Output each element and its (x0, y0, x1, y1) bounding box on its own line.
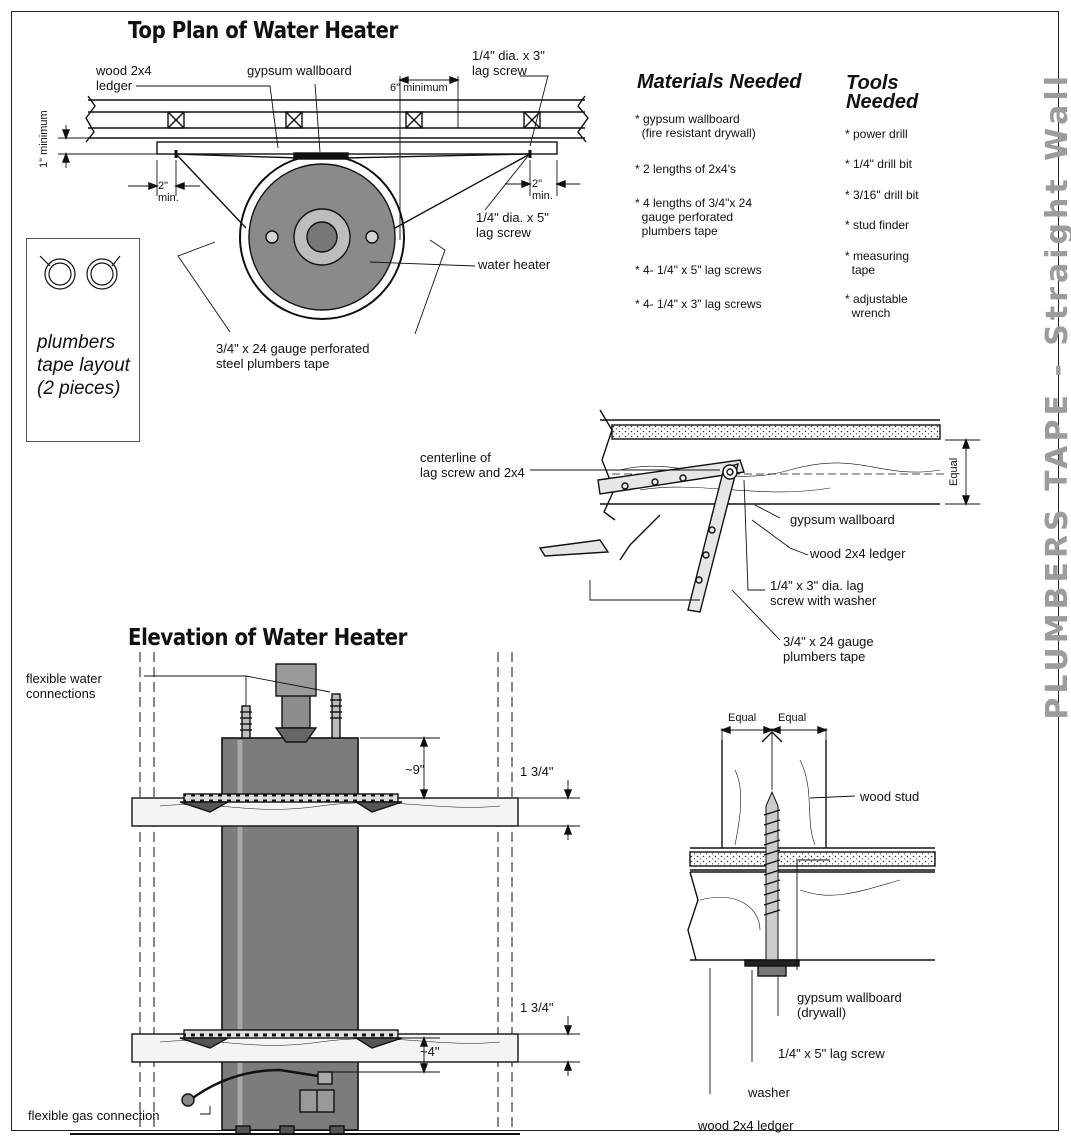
elevation-title: Elevation of Water Heater (128, 625, 407, 651)
tools-item-5: * measuring tape (845, 249, 910, 277)
label-lag-washer: 1/4" x 3" dia. lag screw with washer (770, 578, 877, 608)
tools-item-4: * stud finder (845, 218, 910, 232)
tools-item-2: * 1/4" drill bit (845, 157, 912, 171)
tape-layout-box: plumbers tape layout (2 pieces) (26, 238, 140, 442)
top-plan-title: Top Plan of Water Heater (128, 18, 398, 44)
label-gypsum-detail: gypsum wallboard (790, 512, 895, 527)
tools-item-6: * adjustable wrench (845, 292, 908, 320)
materials-heading: Materials Needed (637, 71, 802, 93)
label-perforated-tape: 3/4" x 24 gauge perforated steel plumber… (216, 341, 370, 371)
label-lag-five: 1/4" x 5" lag screw (778, 1046, 885, 1061)
label-wood-ledger: wood 2x4 ledger (96, 63, 152, 93)
label-dim-top: 1 3/4" (520, 764, 554, 779)
tape-detail-drawing (530, 409, 980, 641)
label-six-minimum: 6" minimum (390, 82, 448, 94)
label-ledger-detail: wood 2x4 ledger (810, 546, 906, 561)
materials-item-1: * gypsum wallboard (fire resistant drywa… (635, 112, 756, 140)
label-centerline: centerline of lag screw and 2x4 (420, 450, 525, 480)
page-border (11, 11, 1059, 1131)
materials-item-4: * 4- 1/4" x 5" lag screws (635, 263, 762, 277)
label-washer: washer (748, 1085, 790, 1100)
screw-detail-drawing (687, 725, 936, 1094)
label-equal-detail: Equal (948, 457, 960, 486)
label-dim-bottom: 1 3/4" (520, 1000, 554, 1015)
label-flex-water: flexible water connections (26, 671, 102, 701)
elevation-drawing (70, 652, 580, 1135)
label-equal-left: Equal (728, 712, 757, 724)
side-title: PLUMBERS TAPE - Straight Wall (1040, 72, 1071, 720)
label-lag-screw-5: 1/4" dia. x 5" lag screw (476, 210, 549, 240)
label-wood-ledger-screw: wood 2x4 ledger (698, 1118, 794, 1133)
label-lag-screw-3: 1/4" dia. x 3" lag screw (472, 48, 545, 78)
ledger-plan (156, 141, 558, 155)
tools-heading: Tools Needed (846, 72, 919, 113)
tools-item-3: * 3/16" drill bit (845, 188, 919, 202)
tools-item-1: * power drill (845, 127, 908, 141)
top-plan-drawing (58, 75, 589, 335)
label-four-inch: ~4" (420, 1044, 440, 1059)
label-wood-stud: wood stud (860, 789, 920, 804)
materials-item-2: * 2 lengths of 2x4's (635, 162, 737, 176)
label-gypsum-plan: gypsum wallboard (247, 63, 352, 78)
label-two-min-right: 2" min. (532, 178, 553, 202)
label-one-minimum: 1" minimum (38, 110, 50, 168)
label-drywall: gypsum wallboard (drywall) (797, 990, 902, 1020)
label-two-min-left: 2" min. (158, 180, 179, 204)
tape-roll-icon (39, 255, 121, 290)
tape-layout-caption: plumbers tape layout (2 pieces) (37, 332, 130, 399)
materials-item-5: * 4- 1/4" x 3" lag screws (635, 297, 762, 311)
materials-item-3: * 4 lengths of 3/4"x 24 gauge perforated… (635, 196, 753, 238)
label-water-heater: water heater (478, 257, 551, 272)
label-nine-inch: ~9" (405, 762, 425, 777)
label-gas: flexible gas connection (28, 1108, 160, 1123)
label-equal-right: Equal (778, 712, 807, 724)
wall-studs (167, 111, 541, 129)
label-tape-detail: 3/4" x 24 gauge plumbers tape (783, 634, 874, 664)
